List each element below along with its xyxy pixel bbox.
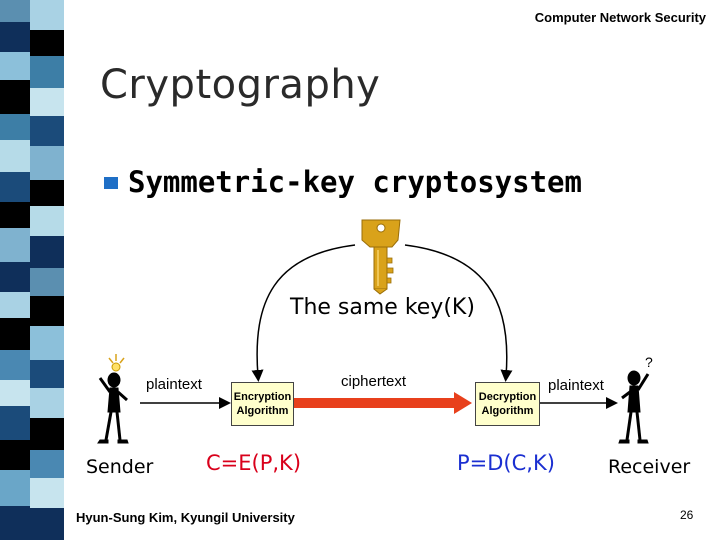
page-number: 26 bbox=[680, 508, 693, 522]
svg-text:?: ? bbox=[645, 354, 653, 370]
encryption-box-line2: Algorithm bbox=[237, 404, 289, 418]
decryption-formula: P=D(C,K) bbox=[457, 451, 555, 475]
encryption-algorithm-box: Encryption Algorithm bbox=[231, 382, 294, 426]
receiver-figure-icon: ? bbox=[619, 354, 653, 443]
plaintext-left-label: plaintext bbox=[146, 376, 202, 393]
plaintext-right-label: plaintext bbox=[548, 377, 604, 394]
shared-key-label: The same key(K) bbox=[290, 295, 475, 320]
ciphertext-arrow bbox=[294, 392, 472, 414]
encryption-box-line1: Encryption bbox=[234, 390, 291, 404]
decryption-algorithm-box: Decryption Algorithm bbox=[475, 382, 540, 426]
encryption-formula: C=E(P,K) bbox=[206, 451, 301, 475]
sender-label: Sender bbox=[86, 456, 153, 478]
receiver-label: Receiver bbox=[608, 456, 690, 478]
footer-author: Hyun-Sung Kim, Kyungil University bbox=[76, 510, 295, 525]
decryption-box-line1: Decryption bbox=[479, 390, 536, 404]
decryption-box-line2: Algorithm bbox=[482, 404, 534, 418]
key-icon bbox=[362, 220, 400, 294]
ciphertext-label: ciphertext bbox=[341, 373, 406, 390]
sender-figure-icon bbox=[98, 354, 128, 443]
